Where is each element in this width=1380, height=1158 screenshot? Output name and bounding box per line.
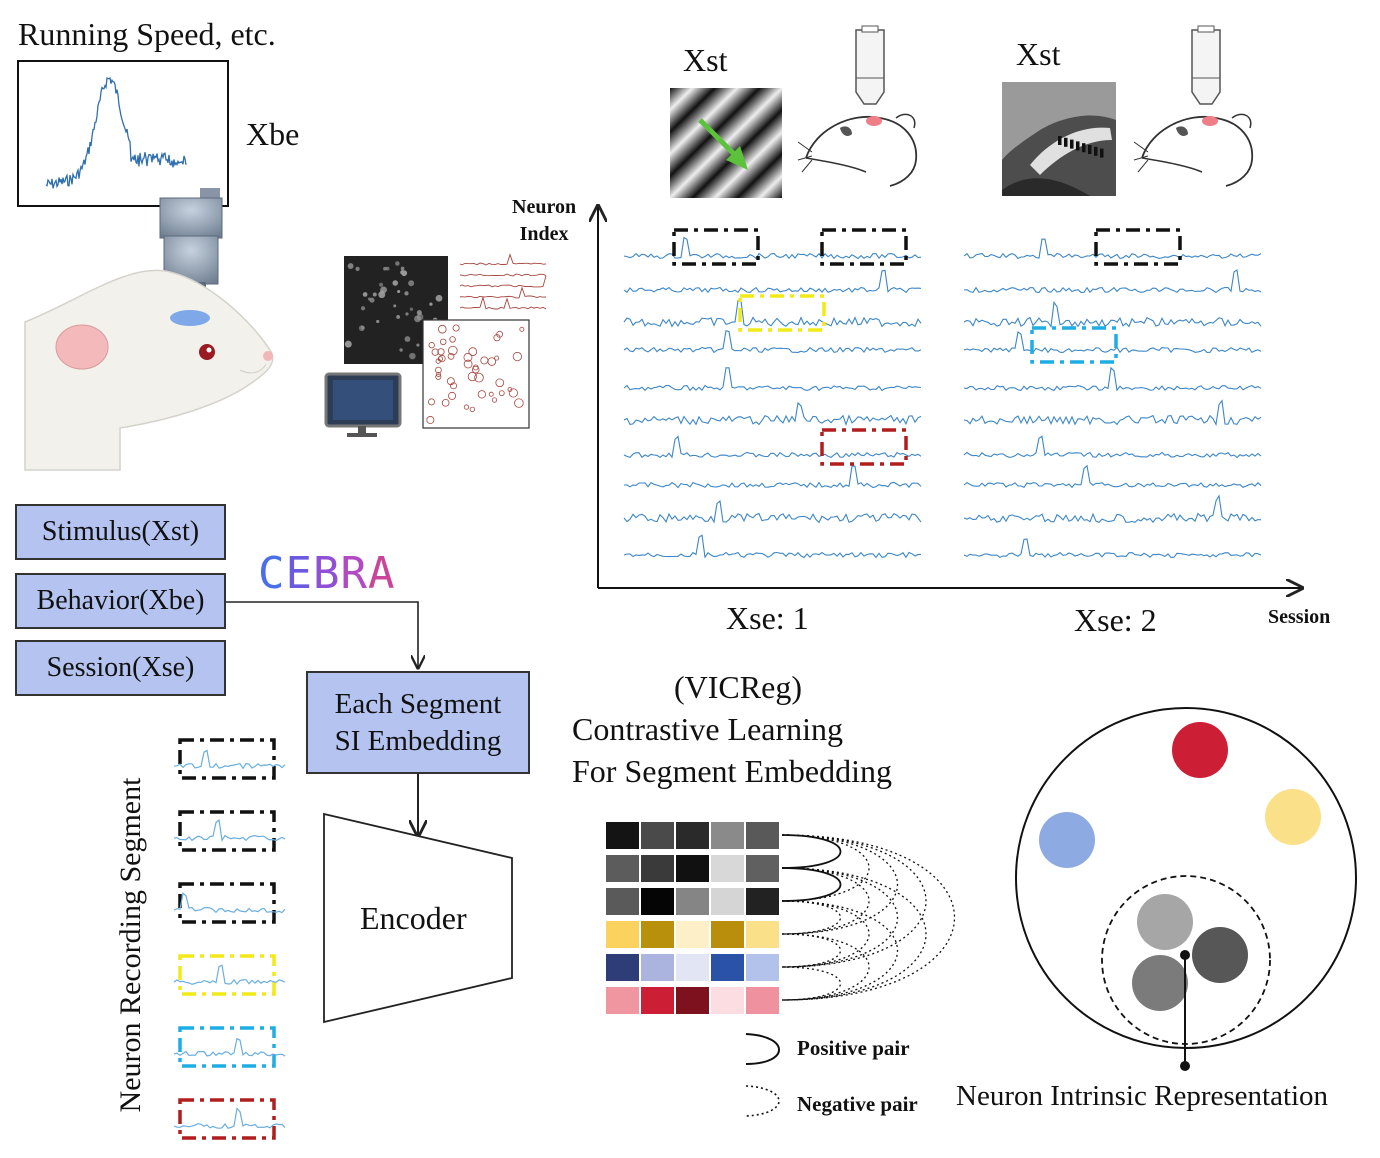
stimulus-label-1: Xst [683,42,728,78]
y-axis-label: Neuron Index [512,196,577,245]
cebra-label: CEBRA [258,548,396,599]
microscope-icon [159,188,223,292]
contrastive-line1: (VICReg) [674,669,802,705]
cebra-letter: C [258,548,286,599]
pair-arcs [781,834,955,1001]
contrastive-line2: Contrastive Learning [572,711,844,747]
red-point [1172,722,1228,778]
mouse-head-illustration [24,269,274,471]
session-label-1: Xse: 1 [726,600,809,636]
natural-stimulus-image [1002,82,1116,196]
segments-label: Neuron Recording Segment [114,777,147,1113]
cebra-letter: B [313,548,341,599]
blue-point [1039,812,1095,868]
session-label-2: Xse: 2 [1074,602,1157,638]
cebra-letter: A [368,548,396,599]
mouse-microscope-icon-1 [797,25,918,187]
trace-plot-axes [598,206,1302,588]
embedding-box-line1: Each Segment [334,687,502,720]
yellow-point [1265,789,1321,845]
segment-highlight-boxes [672,228,1182,466]
running-speed-label: Running Speed, etc. [18,16,276,52]
negative-pair-label: Negative pair [797,1092,918,1116]
flow-arrows [226,601,418,836]
cebra-letter: E [285,548,313,599]
embedding-grid [606,822,779,1014]
running-speed-plot [17,60,229,207]
x-axis-label: Session [1268,606,1331,628]
representation-space [1015,707,1357,1071]
behavior-input-box: Behavior(Xbe) [15,573,226,629]
contrastive-line3: For Segment Embedding [572,753,892,789]
encoder-block [323,812,513,1024]
positive-pair-label: Positive pair [797,1036,910,1060]
representation-label: Neuron Intrinsic Representation [956,1080,1329,1112]
embedding-box: Each Segment SI Embedding [306,671,530,774]
neuron-traces [623,236,1262,559]
stimulus-label-2: Xst [1016,36,1061,72]
grating-stimulus-image [670,88,782,198]
negative-pair-glyph [745,1085,780,1117]
embedding-box-line2: SI Embedding [334,724,502,757]
session-input-box: Session(Xse) [15,640,226,696]
cebra-letter: R [340,548,368,599]
mouse-microscope-icon-2 [1133,25,1254,187]
segment-snippets [173,738,286,1140]
imaging-pipeline-illustration [324,253,548,437]
contrastive-title: (VICReg) Contrastive Learning For Segmen… [572,666,892,792]
encoder-label: Encoder [360,900,467,936]
stimulus-input-box: Stimulus(Xst) [15,504,226,560]
positive-pair-glyph [745,1033,780,1065]
behavior-symbol: Xbe [246,116,300,152]
